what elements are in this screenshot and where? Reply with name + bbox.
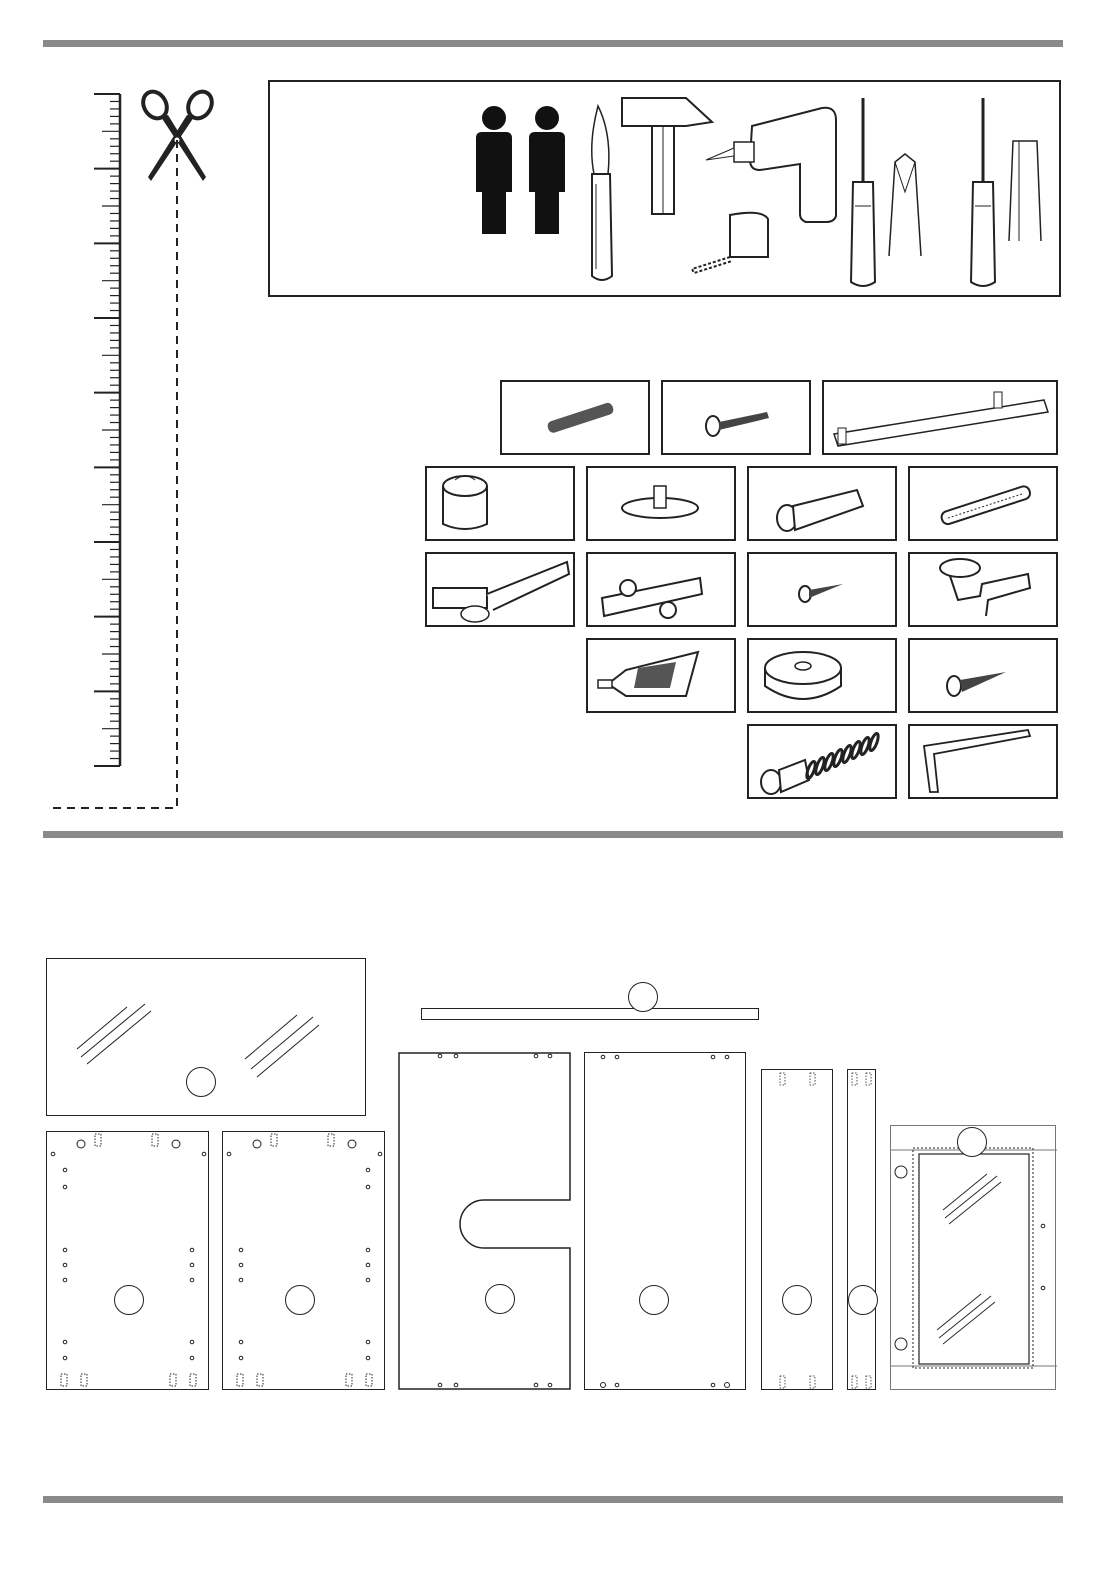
two-persons-icon [470,104,570,239]
wood-screw-icon [910,640,1060,715]
part-marker [114,1285,144,1315]
hardware-box-allen-key [908,724,1058,799]
electric-drill-icon [702,104,842,224]
hardware-box-connector-bolt [747,466,897,541]
hardware-box-shelf-support [908,552,1058,627]
phillips-screwdriver-icon [845,96,885,291]
adjustable-foot-icon [588,468,738,543]
bottom-divider [43,1496,1063,1503]
bar-handle-icon [824,382,1060,457]
hardware-box-bumper-pad [747,638,897,713]
part-marker [285,1285,315,1315]
narrow-board [761,1069,833,1390]
part-marker [957,1127,987,1157]
hardware-box-glue-tube [586,638,736,713]
hardware-box-hinge [425,552,575,627]
screw-icon [663,382,813,457]
back-panel [584,1052,746,1390]
hardware-box-wooden-dowel [908,466,1058,541]
knife-icon [582,104,622,284]
middle-divider [43,831,1063,838]
part-marker [639,1285,669,1315]
hardware-box-adjustable-foot [586,466,736,541]
hardware-box-wood-screw [908,638,1058,713]
drill-holes [223,1132,386,1391]
tape-measure-icon [690,207,780,277]
connector-bolt-icon [749,468,899,543]
euro-screw-icon [749,726,899,801]
door-frame [891,1126,1057,1391]
required-tools-box [268,80,1061,297]
wooden-dowel-icon [910,468,1060,543]
drill-holes [762,1070,834,1391]
small-screw-icon [749,554,899,629]
flat-screwdriver-icon [965,96,1005,291]
hardware-box-euro-screw [747,724,897,799]
hinge-icon [427,554,577,629]
flat-bit-icon [1005,137,1045,247]
side-panel-right [222,1131,385,1390]
hardware-box-bar-handle [822,380,1058,455]
allen-key-icon [910,726,1060,801]
mounting-plate-icon [588,554,738,629]
bumper-pad-icon [749,640,899,715]
door-panel-with-cutout [398,1052,571,1390]
part-marker [186,1067,216,1097]
part-marker [485,1284,515,1314]
dashed-cut-line [40,140,190,820]
top-strip-panel [421,1008,759,1020]
drill-holes [585,1053,747,1391]
panel-outline [398,1052,571,1390]
part-marker [848,1285,878,1315]
shelf-support-icon [910,554,1060,629]
side-panel-left [46,1131,209,1390]
hardware-box-threaded-rod [500,380,650,455]
hardware-box-screw [661,380,811,455]
glass-top-panel [46,958,366,1116]
cam-lock-icon [427,468,577,543]
edge-strip [847,1069,876,1390]
drill-holes [47,1132,210,1391]
glue-tube-icon [588,640,738,715]
threaded-rod-icon [502,382,652,457]
hardware-box-cam-lock [425,466,575,541]
hardware-box-small-screw [747,552,897,627]
hardware-box-mounting-plate [586,552,736,627]
glass-door-panel [890,1125,1056,1390]
part-marker [628,982,658,1012]
part-marker [782,1285,812,1315]
drill-holes [848,1070,877,1391]
phillips-bit-icon [885,152,925,262]
top-divider [43,40,1063,47]
